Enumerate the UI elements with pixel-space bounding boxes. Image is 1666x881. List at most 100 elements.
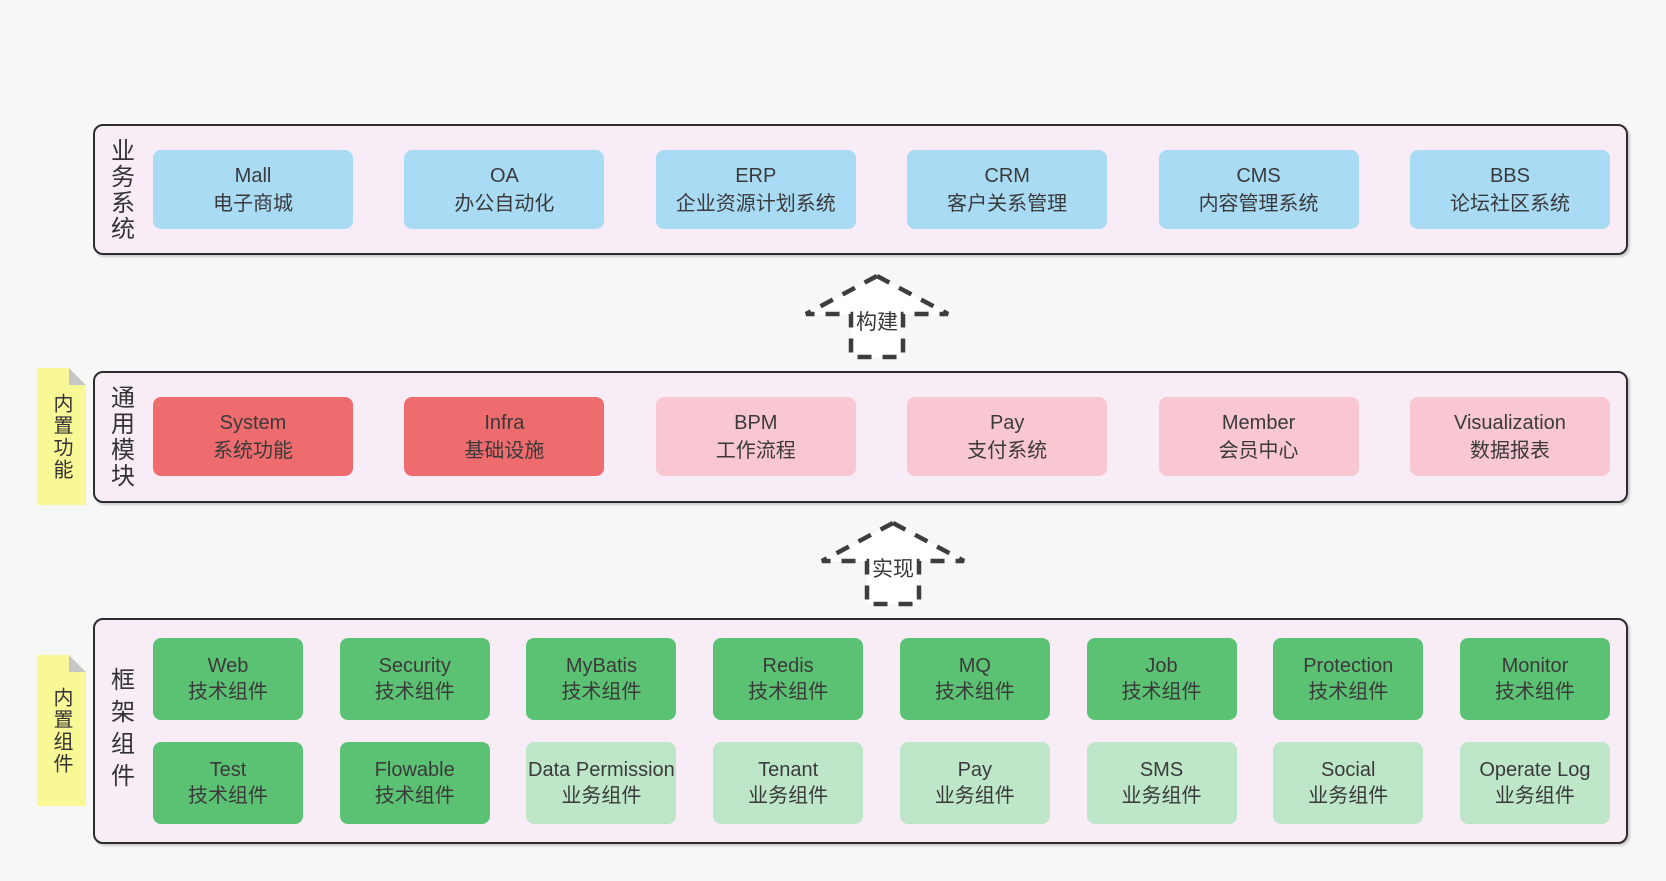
box-zh-label: 技术组件 bbox=[188, 681, 268, 703]
panel-modules-vertical-label: 通用模块 bbox=[106, 385, 134, 489]
components-boxes-row-2: Test 技术组件 Flowable 技术组件 Data Permission … bbox=[153, 742, 1610, 824]
box-en-label: Tenant bbox=[758, 759, 819, 781]
box-zh-label: 企业资源计划系统 bbox=[675, 192, 836, 215]
box-zh-label: 技术组件 bbox=[561, 681, 642, 703]
box-oa: OA 办公自动化 bbox=[404, 150, 605, 229]
box-zh-label: 会员中心 bbox=[1218, 439, 1299, 462]
box-protection: Protection 技术组件 bbox=[1273, 638, 1424, 720]
arrow-implement: 实现 bbox=[818, 519, 968, 607]
arrow-implement-label: 实现 bbox=[870, 553, 916, 583]
box-en-label: Mall bbox=[234, 164, 272, 187]
box-zh-label: 系统功能 bbox=[213, 439, 293, 462]
box-operate-log: Operate Log 业务组件 bbox=[1459, 742, 1610, 824]
box-en-label: SMS bbox=[1139, 759, 1184, 781]
box-data-permission: Data Permission 业务组件 bbox=[526, 742, 677, 824]
box-en-label: BPM bbox=[734, 411, 778, 434]
panel-business-systems: 业务系统 Mall 电子商城 OA 办公自动化 ERP 企业资源计划系统 CRM… bbox=[93, 124, 1628, 255]
box-bpm: BPM 工作流程 bbox=[655, 397, 856, 476]
box-flowable: Flowable 技术组件 bbox=[339, 742, 490, 824]
box-zh-label: 业务组件 bbox=[1121, 785, 1202, 807]
box-pay-component: Pay 业务组件 bbox=[899, 742, 1050, 824]
box-zh-label: 业务组件 bbox=[1308, 785, 1389, 807]
box-en-label: BBS bbox=[1489, 164, 1530, 187]
box-en-label: Pay bbox=[957, 759, 993, 781]
business-boxes-row: Mall 电子商城 OA 办公自动化 ERP 企业资源计划系统 CRM 客户关系… bbox=[153, 150, 1610, 229]
panel-common-modules: 通用模块 System 系统功能 Infra 基础设施 BPM 工作流程 Pay… bbox=[93, 371, 1628, 503]
box-zh-label: 技术组件 bbox=[748, 681, 829, 703]
box-cms: CMS 内容管理系统 bbox=[1158, 150, 1359, 229]
box-sms: SMS 业务组件 bbox=[1086, 742, 1237, 824]
panel-components-vertical-label: 框架组件 bbox=[106, 667, 134, 795]
box-zh-label: 业务组件 bbox=[934, 785, 1015, 807]
box-en-label: MyBatis bbox=[565, 655, 637, 677]
box-en-label: Redis bbox=[762, 655, 814, 677]
box-zh-label: 电子商城 bbox=[213, 192, 293, 215]
box-en-label: Pay bbox=[989, 411, 1025, 434]
box-zh-label: 办公自动化 bbox=[454, 192, 555, 215]
box-en-label: Job bbox=[1145, 655, 1178, 677]
box-en-label: Member bbox=[1221, 411, 1296, 434]
box-en-label: Social bbox=[1320, 759, 1376, 781]
modules-boxes-row: System 系统功能 Infra 基础设施 BPM 工作流程 Pay 支付系统… bbox=[153, 397, 1610, 476]
box-web: Web 技术组件 bbox=[153, 638, 303, 720]
box-zh-label: 技术组件 bbox=[188, 785, 268, 807]
box-crm: CRM 客户关系管理 bbox=[907, 150, 1108, 229]
box-redis: Redis 技术组件 bbox=[713, 638, 864, 720]
box-en-label: Visualization bbox=[1453, 411, 1566, 434]
box-infra: Infra 基础设施 bbox=[404, 397, 605, 476]
box-zh-label: 技术组件 bbox=[1494, 681, 1575, 703]
panel-framework-components: 框架组件 Web 技术组件 Security 技术组件 MyBatis 技术组件… bbox=[93, 618, 1628, 844]
components-boxes-row-1: Web 技术组件 Security 技术组件 MyBatis 技术组件 Redi… bbox=[153, 638, 1610, 720]
box-zh-label: 基础设施 bbox=[464, 439, 545, 462]
box-zh-label: 工作流程 bbox=[715, 439, 796, 462]
panel-business-vertical-label: 业务系统 bbox=[106, 137, 134, 242]
box-mq: MQ 技术组件 bbox=[899, 638, 1050, 720]
box-zh-label: 技术组件 bbox=[374, 785, 455, 807]
box-en-label: Flowable bbox=[374, 759, 455, 781]
box-en-label: Data Permission bbox=[528, 759, 675, 781]
box-zh-label: 内容管理系统 bbox=[1198, 192, 1319, 215]
box-mall: Mall 电子商城 bbox=[153, 150, 353, 229]
box-zh-label: 技术组件 bbox=[374, 681, 455, 703]
box-tenant: Tenant 业务组件 bbox=[713, 742, 864, 824]
box-zh-label: 客户关系管理 bbox=[947, 192, 1068, 215]
box-zh-label: 业务组件 bbox=[1494, 785, 1575, 807]
box-en-label: Protection bbox=[1303, 655, 1394, 677]
sticky-note-builtin-functions: 内置功能 bbox=[37, 368, 86, 505]
box-zh-label: 支付系统 bbox=[967, 439, 1048, 462]
box-zh-label: 数据报表 bbox=[1469, 439, 1550, 462]
box-test: Test 技术组件 bbox=[153, 742, 303, 824]
box-member: Member 会员中心 bbox=[1158, 397, 1359, 476]
note-fold-corner-icon bbox=[69, 655, 86, 672]
box-social: Social 业务组件 bbox=[1273, 742, 1424, 824]
box-zh-label: 技术组件 bbox=[1121, 681, 1202, 703]
box-en-label: Web bbox=[207, 655, 249, 677]
box-en-label: Monitor bbox=[1501, 655, 1569, 677]
box-zh-label: 技术组件 bbox=[1308, 681, 1389, 703]
box-en-label: MQ bbox=[958, 655, 991, 677]
box-zh-label: 论坛社区系统 bbox=[1449, 192, 1570, 215]
box-en-label: CMS bbox=[1236, 164, 1281, 187]
box-zh-label: 业务组件 bbox=[748, 785, 829, 807]
box-zh-label: 技术组件 bbox=[934, 681, 1015, 703]
arrow-build: 构建 bbox=[802, 272, 952, 360]
box-zh-label: 业务组件 bbox=[561, 785, 642, 807]
box-visualization: Visualization 数据报表 bbox=[1409, 397, 1610, 476]
box-en-label: Test bbox=[209, 759, 247, 781]
note-fold-corner-icon bbox=[69, 368, 86, 385]
box-pay-system: Pay 支付系统 bbox=[907, 397, 1108, 476]
box-security: Security 技术组件 bbox=[339, 638, 490, 720]
sticky-note-builtin-components: 内置组件 bbox=[37, 655, 86, 806]
box-en-label: Operate Log bbox=[1479, 759, 1591, 781]
box-en-label: Infra bbox=[484, 411, 525, 434]
box-en-label: ERP bbox=[735, 164, 777, 187]
box-erp: ERP 企业资源计划系统 bbox=[655, 150, 856, 229]
box-monitor: Monitor 技术组件 bbox=[1459, 638, 1610, 720]
arrow-build-label: 构建 bbox=[854, 306, 900, 336]
box-en-label: OA bbox=[489, 164, 519, 187]
note-text: 内置组件 bbox=[50, 686, 72, 775]
box-system: System 系统功能 bbox=[153, 397, 353, 476]
box-mybatis: MyBatis 技术组件 bbox=[526, 638, 677, 720]
box-job: Job 技术组件 bbox=[1086, 638, 1237, 720]
